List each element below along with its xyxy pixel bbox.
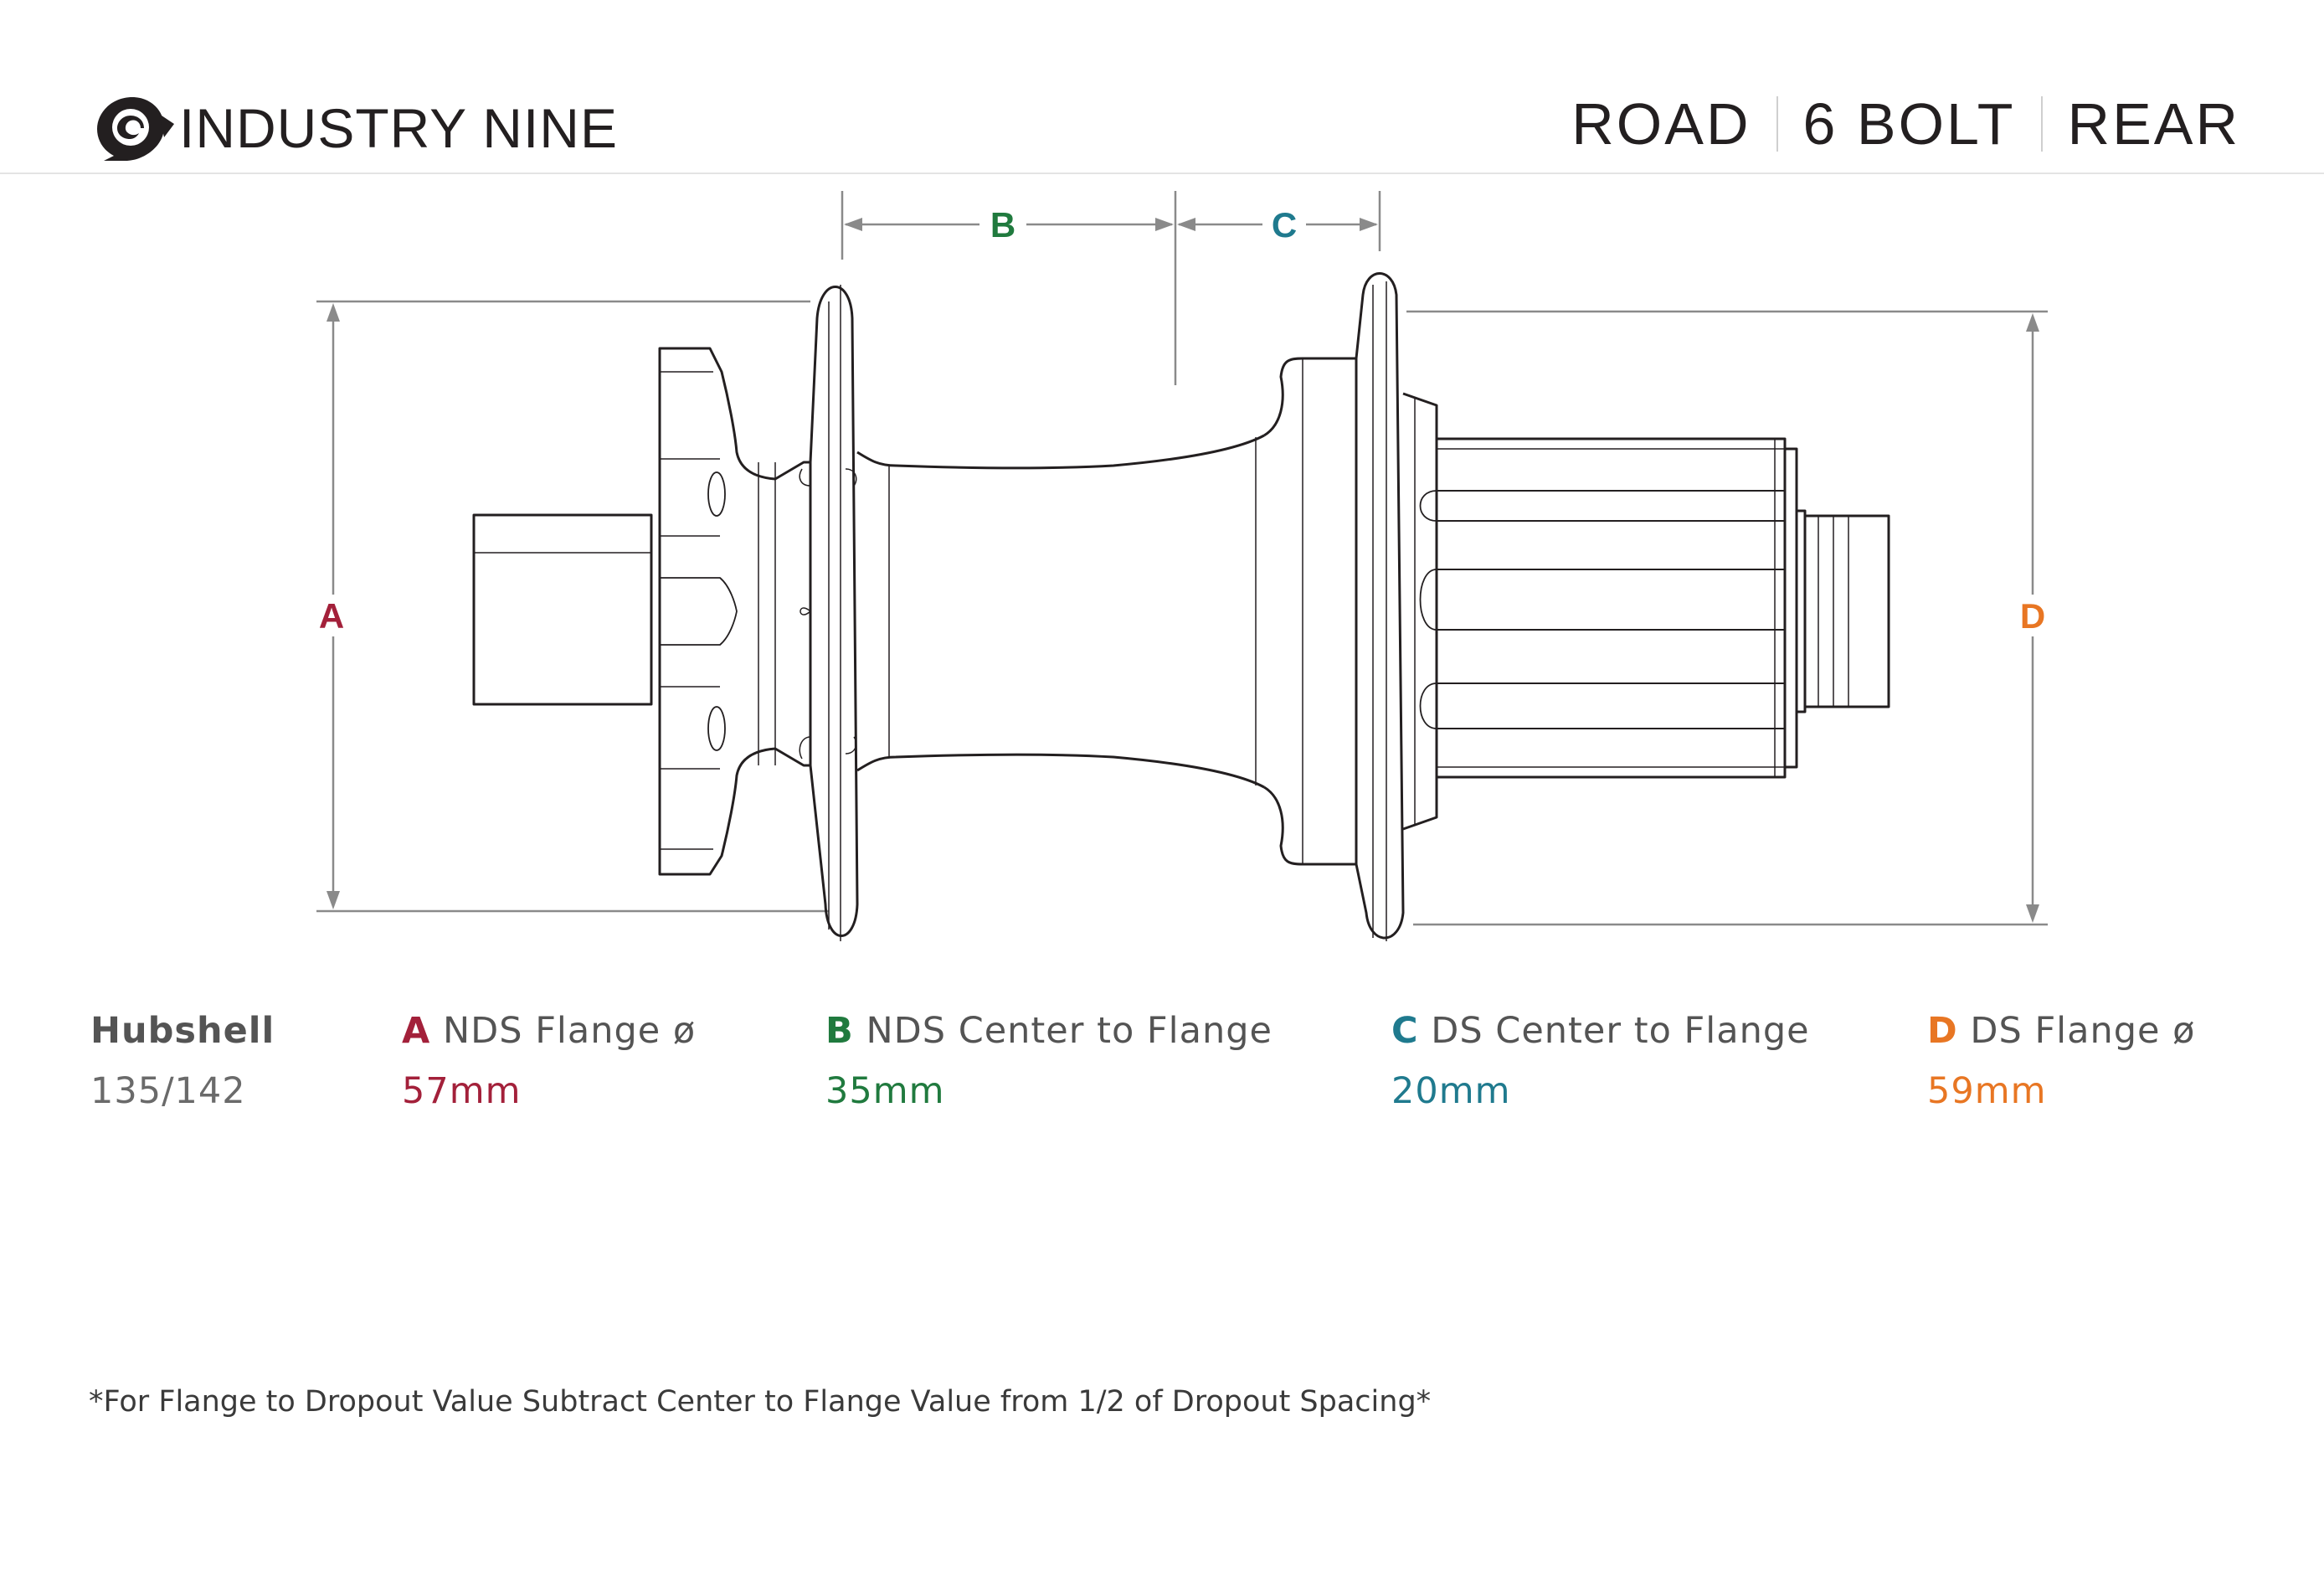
specs-table: Hubshell 135/142 A NDS Flange ø 57mm B N…: [0, 1010, 2324, 1127]
dimension-label-b: B: [990, 205, 1015, 245]
spec-letter: C: [1391, 1010, 1419, 1052]
industry-nine-logo-icon: [97, 97, 174, 161]
footnote: *For Flange to Dropout Value Subtract Ce…: [89, 1385, 1432, 1419]
title-rear: REAR: [2067, 91, 2240, 157]
hub-drawing: [472, 272, 1890, 941]
title-separator: [2040, 96, 2043, 152]
spec-d: D DS Flange ø 59mm: [1927, 1010, 2195, 1112]
spec-value: 57mm: [402, 1070, 522, 1112]
spec-value: 35mm: [825, 1070, 945, 1112]
header-divider: [0, 173, 2324, 174]
title-road: ROAD: [1571, 91, 1751, 157]
spec-label: NDS Center to Flange: [866, 1010, 1273, 1052]
spec-value: 20mm: [1391, 1070, 1511, 1112]
title-6-bolt: 6 BOLT: [1802, 91, 2016, 157]
spec-value: 59mm: [1927, 1070, 2047, 1112]
spec-c: C DS Center to Flange 20mm: [1391, 1010, 1810, 1112]
title-separator: [1776, 96, 1778, 152]
spec-letter: D: [1927, 1010, 1958, 1052]
dimension-label-c: C: [1272, 205, 1297, 245]
page-title: ROAD 6 BOLT REAR: [1571, 90, 2240, 157]
spec-label: DS Center to Flange: [1431, 1010, 1810, 1052]
spec-value: 135/142: [90, 1070, 246, 1112]
brand-name: INDUSTRY NINE: [179, 97, 618, 159]
spec-b: B NDS Center to Flange 35mm: [825, 1010, 1273, 1112]
spec-a: A NDS Flange ø 57mm: [402, 1010, 696, 1112]
dimension-label-a: A: [319, 596, 344, 636]
dimension-lines: [316, 191, 2048, 926]
spec-hubshell: Hubshell 135/142: [90, 1010, 275, 1112]
spec-label: DS Flange ø: [1970, 1010, 2196, 1052]
hub-diagram: A B C D: [316, 191, 2048, 941]
spec-label: Hubshell: [90, 1010, 275, 1052]
spec-letter: B: [825, 1010, 854, 1052]
brand-logo: INDUSTRY NINE: [87, 90, 618, 166]
dimension-label-d: D: [2020, 596, 2045, 636]
spec-letter: A: [402, 1010, 431, 1052]
spec-label: NDS Flange ø: [442, 1010, 697, 1052]
